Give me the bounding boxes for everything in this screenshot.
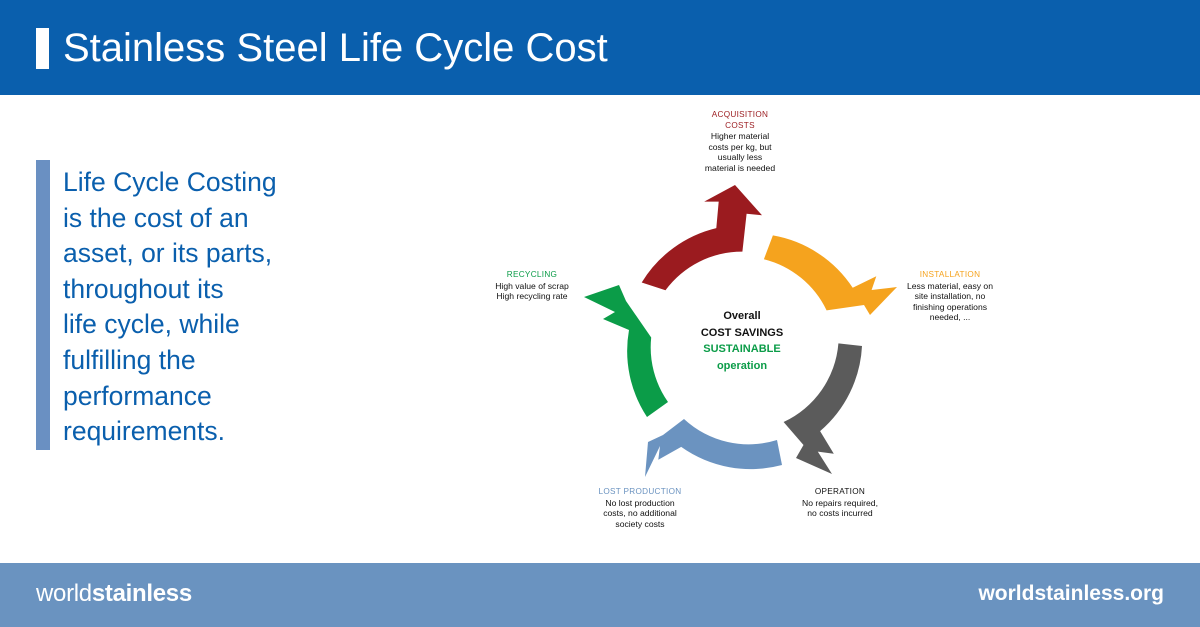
stage-recycling: RECYCLING High value of scrap High recyc… bbox=[472, 270, 592, 302]
stage-desc: site installation, no bbox=[914, 291, 986, 301]
logo-word-stainless: stainless bbox=[91, 580, 192, 607]
header-accent-bar bbox=[36, 28, 49, 69]
stage-acquisition: ACQUISITION COSTS Higher material costs … bbox=[680, 110, 800, 173]
intro-line: asset, or its parts, bbox=[63, 238, 273, 269]
intro-line: throughout its bbox=[63, 273, 224, 304]
arrow-installation bbox=[763, 235, 897, 315]
stage-desc: finishing operations bbox=[912, 301, 988, 312]
life-cycle-diagram: Overall COST SAVINGS SUSTAINABLE operati… bbox=[480, 100, 1020, 560]
page-title: Stainless Steel Life Cycle Cost bbox=[63, 26, 608, 70]
footer-banner: worldstainless worldstainless.org bbox=[0, 563, 1200, 627]
center-overall: Overall bbox=[723, 310, 761, 322]
intro-line: Life Cycle Costing bbox=[63, 167, 277, 197]
arrow-lost-production bbox=[645, 419, 782, 477]
arrow-recycling bbox=[584, 285, 668, 417]
stage-title: LOST PRODUCTION bbox=[598, 487, 682, 496]
stage-title: OPERATION bbox=[814, 487, 866, 496]
intro-accent-bar bbox=[36, 160, 50, 450]
center-cost-savings: COST SAVINGS bbox=[700, 326, 784, 339]
stage-desc: usually less bbox=[717, 152, 763, 162]
website-url: worldstainless.org bbox=[978, 582, 1164, 605]
intro-line: performance bbox=[63, 380, 212, 411]
intro-text: Life Cycle Costing is the cost of an ass… bbox=[63, 165, 343, 450]
logo-word-world: world bbox=[36, 580, 92, 607]
cycle-arrows bbox=[584, 185, 897, 477]
stage-title: RECYCLING bbox=[506, 270, 558, 279]
cycle-center-label: Overall COST SAVINGS SUSTAINABLE operati… bbox=[682, 308, 802, 374]
stage-desc: no costs incurred bbox=[807, 508, 873, 518]
stage-desc: Less material, easy on bbox=[907, 280, 993, 291]
intro-line: is the cost of an bbox=[63, 202, 249, 233]
intro-line: life cycle, while bbox=[63, 309, 240, 340]
stage-desc: material is needed bbox=[704, 162, 776, 173]
stage-desc: Higher material bbox=[710, 131, 770, 141]
stage-title: ACQUISITION bbox=[711, 110, 769, 119]
center-operation: operation bbox=[716, 359, 768, 372]
stage-lost-production: LOST PRODUCTION No lost production costs… bbox=[580, 487, 700, 529]
stage-installation: INSTALLATION Less material, easy on site… bbox=[890, 270, 1010, 323]
intro-line: requirements. bbox=[63, 416, 226, 447]
stage-operation: OPERATION No repairs required, no costs … bbox=[780, 487, 900, 519]
intro-line: fulfilling the bbox=[63, 344, 196, 375]
stage-desc: High recycling rate bbox=[496, 291, 568, 301]
arrow-acquisition bbox=[641, 185, 762, 291]
stage-title: INSTALLATION bbox=[919, 270, 981, 279]
stage-desc: No lost production bbox=[605, 497, 675, 508]
stage-desc: needed, ... bbox=[929, 312, 971, 322]
stage-desc: society costs bbox=[615, 518, 665, 529]
stage-desc: High value of scrap bbox=[495, 280, 569, 291]
arrow-operation bbox=[783, 343, 862, 474]
header-banner: Stainless Steel Life Cycle Cost bbox=[0, 0, 1200, 95]
stage-desc: costs, no additional bbox=[603, 508, 677, 518]
stage-title: COSTS bbox=[725, 120, 755, 130]
stage-desc: No repairs required, bbox=[802, 497, 878, 508]
worldstainless-logo: worldstainless bbox=[36, 577, 192, 611]
stage-desc: costs per kg, but bbox=[708, 141, 772, 152]
center-sustainable: SUSTAINABLE bbox=[703, 343, 781, 355]
